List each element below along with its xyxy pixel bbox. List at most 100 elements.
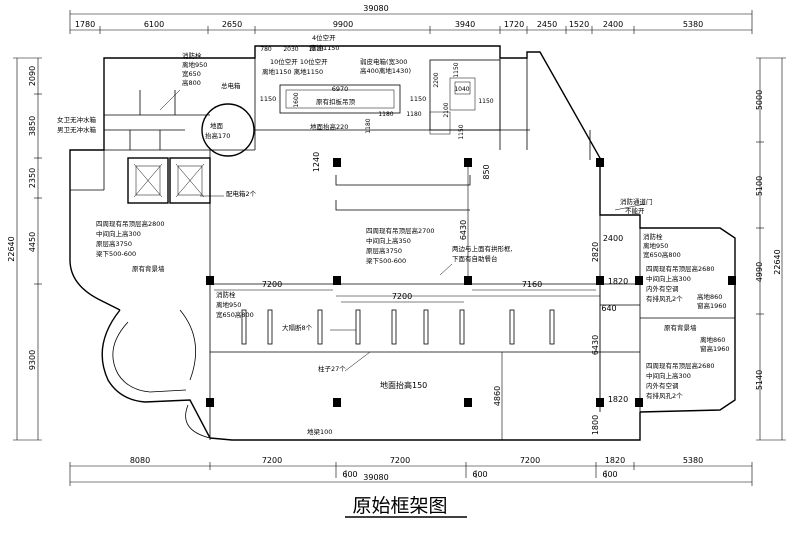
- right-dim-4: 5140: [755, 370, 764, 390]
- top-dim-3: 2650: [222, 20, 242, 29]
- interior-dimensions: 7200 7200 7160 6430 6430 2820 2400 1820 …: [214, 46, 628, 440]
- center-room-line1: 四周现有吊顶层高2700: [366, 226, 435, 235]
- ac-mid-label: 10位空开 10位空开: [270, 57, 328, 66]
- window-a-line2: 窗高1960: [697, 301, 727, 310]
- top-dim-4: 9900: [333, 20, 353, 29]
- bottom-total-dim: 39080: [363, 473, 388, 482]
- dim-1240: 1240: [312, 152, 321, 172]
- window-b-line1: 离地860: [700, 335, 725, 344]
- ac-mid-height: 离地1150 离地1150: [262, 67, 323, 76]
- bottom-gap-3: 600: [602, 470, 617, 479]
- dim-6970: 6970: [332, 85, 349, 93]
- right-room-a-line4: 有排风孔2个: [646, 294, 683, 303]
- dim-1150-c: 1150: [453, 62, 460, 77]
- top-dimensions: 39080 1780 6100 2650 9900 3940 1720 2450…: [69, 4, 753, 34]
- right-room-b-line2: 中间向上高300: [646, 371, 691, 380]
- dim-850: 850: [482, 164, 491, 179]
- bottom-dim-4: 7200: [520, 456, 540, 465]
- hydrant-mid-line3: 宽650高800: [216, 310, 254, 319]
- top-dim-6: 1720: [504, 20, 524, 29]
- right-room-b-line4: 有排风孔2个: [646, 391, 683, 400]
- left-room-line4: 梁下500-600: [96, 249, 136, 258]
- hydrant-mid-line2: 离地950: [216, 300, 241, 309]
- partition-label: 大隔断8个: [282, 323, 313, 332]
- bottom-dimensions: 8080 7200 7200 7200 1820 5380 600 600 60…: [69, 456, 753, 486]
- columns: [206, 158, 736, 407]
- curved-note-line1: 两边与上面有拱形框,: [452, 244, 513, 253]
- leader-lines: [159, 89, 646, 372]
- dim-1150-d: 1150: [458, 124, 465, 139]
- dim-1820-a: 1820: [608, 277, 628, 286]
- dim-4860: 4860: [493, 386, 502, 406]
- dim-1150-a: 1150: [260, 95, 277, 103]
- bg-wall-right-label: 原有背景墙: [664, 323, 697, 332]
- dim-1040: 1040: [454, 86, 469, 93]
- ac-top-height: 离地1150: [310, 43, 340, 52]
- left-dim-1: 2090: [28, 66, 37, 86]
- bottom-dim-3: 7200: [390, 456, 410, 465]
- dim-2100: 2100: [443, 102, 450, 117]
- hydrant-right-line3: 宽650高800: [643, 250, 681, 259]
- fire-door-line2: 不能开: [625, 206, 645, 215]
- window-b-line2: 窗高1960: [700, 344, 730, 353]
- main-panel-label: 总电箱: [221, 81, 241, 90]
- ceiling-existing-label: 原有扣板吊顶: [316, 97, 356, 106]
- floor-raise-150-label: 地面抬高150: [380, 380, 427, 390]
- left-dim-5: 9300: [28, 350, 37, 370]
- dim-2400: 2400: [603, 234, 623, 243]
- top-dim-2: 6100: [144, 20, 164, 29]
- floor-beam-label: 地梁100: [307, 427, 332, 436]
- center-room-line4: 梁下500-600: [366, 256, 406, 265]
- left-total-dim: 22640: [7, 236, 16, 261]
- curved-note-line2: 下面有自助餐台: [452, 254, 498, 263]
- top-total-dim: 39080: [363, 4, 388, 13]
- dim-7160: 7160: [522, 280, 542, 289]
- dim-1800: 1800: [591, 415, 600, 435]
- top-dim-5: 3940: [455, 20, 475, 29]
- top-dim-10: 5380: [683, 20, 703, 29]
- left-dim-3: 2350: [28, 168, 37, 188]
- right-room-b-line3: 内外有空调: [646, 381, 679, 390]
- hydrant-tl-line3: 宽650: [182, 69, 201, 78]
- ac-top-label: 4位空开: [312, 33, 336, 42]
- right-dim-1: 5000: [755, 90, 764, 110]
- weak-box-line1: 弱皮电箱(宽300: [360, 57, 407, 66]
- dim-1180-c: 1180: [365, 118, 372, 133]
- hydrant-tl-line1: 消防栓: [182, 51, 202, 60]
- dim-1180-b: 1180: [406, 111, 421, 118]
- center-room-line2: 中间向上高350: [366, 236, 411, 245]
- right-room-a-line3: 内外有空调: [646, 284, 679, 293]
- bottom-gap-2: 600: [472, 470, 487, 479]
- bottom-gap-1: 600: [342, 470, 357, 479]
- hydrant-tl-line2: 离地950: [182, 60, 207, 69]
- building-walls: [69, 45, 736, 441]
- dim-780: 780: [260, 46, 272, 53]
- columns-label: 柱子27个: [318, 364, 346, 373]
- dim-6430-b: 6430: [591, 335, 600, 355]
- dim-1150-b: 1150: [410, 95, 427, 103]
- bottom-dim-2: 7200: [262, 456, 282, 465]
- bottom-dim-6: 5380: [683, 456, 703, 465]
- bg-wall-left-label: 原有背景墙: [132, 264, 165, 273]
- right-room-a-line2: 中间向上高300: [646, 274, 691, 283]
- left-dim-2: 3850: [28, 116, 37, 136]
- toilet-tank-female: 女卫无冲水箱: [57, 115, 97, 124]
- right-room-b-line1: 四周现有吊顶层高2680: [646, 361, 715, 370]
- annotations: 消防栓 离地950 宽650 高800 女卫无冲水箱 男卫无冲水箱 总电箱 地面…: [57, 33, 730, 436]
- top-dim-1: 1780: [75, 20, 95, 29]
- weak-box-line2: 高400离地1430): [360, 66, 411, 75]
- window-a-line1: 高地860: [697, 292, 722, 301]
- top-dim-7: 2450: [537, 20, 557, 29]
- left-room-line3: 原层高3750: [96, 239, 132, 248]
- bottom-dim-5: 1820: [605, 456, 625, 465]
- hydrant-tl-line4: 高800: [182, 78, 201, 87]
- toilet-tank-male: 男卫无冲水箱: [57, 125, 97, 134]
- dim-640: 640: [601, 304, 616, 313]
- dim-7200-a: 7200: [262, 280, 282, 289]
- bottom-dim-1: 8080: [130, 456, 150, 465]
- dim-1180-a: 1180: [378, 111, 393, 118]
- hydrant-right-line1: 消防栓: [643, 232, 663, 241]
- dim-1600: 1600: [293, 92, 300, 107]
- round-floor-line2: 抬高170: [205, 131, 230, 140]
